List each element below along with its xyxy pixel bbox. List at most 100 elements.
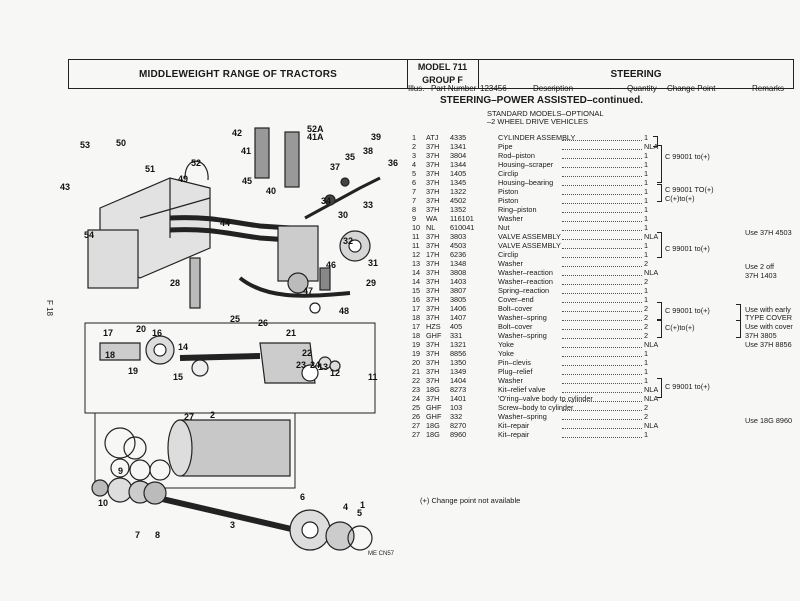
part-description: Kit–relief valve [498,385,546,394]
part-quantity: NLA [644,385,659,394]
part-prefix: 37H [426,340,440,349]
header-table: MIDDLEWEIGHT RANGE OF TRACTORS MODEL 711… [68,59,794,89]
part-description: Washer–reaction [498,268,553,277]
part-prefix: 37H [426,313,440,322]
model-cell: MODEL 711 GROUP F [407,60,479,88]
part-prefix: ATJ [426,133,439,142]
part-prefix: 37H [426,160,440,169]
part-number: 3807 [450,286,467,295]
part-quantity: 2 [644,412,649,421]
part-number: 8270 [450,421,467,430]
callout-11: 11 [368,372,378,382]
part-quantity: 1 [644,250,649,259]
illus-number: 7 [412,187,417,196]
part-number: 1345 [450,178,467,187]
part-description: Pin–clevis [498,358,531,367]
change-point: C 99001 to(+) [665,306,710,315]
illus-number: 23 [412,385,421,394]
illus-number: 27 [412,421,421,430]
part-number: 331 [450,331,463,340]
part-number: 1344 [450,160,467,169]
col-remarks: Remarks [752,84,785,93]
part-quantity: 1 [644,196,649,205]
callout-10: 10 [98,498,108,508]
figure-code: ME CN57 [368,551,395,557]
callout-27: 27 [184,412,194,422]
part-quantity: 2 [644,277,649,286]
part-number: 1349 [450,367,467,376]
part-description: Yoke [498,340,514,349]
callout-39: 39 [371,132,381,142]
part-description: Spring–reaction [498,286,550,295]
part-prefix: GHF [426,412,442,421]
part-prefix: 37H [426,358,440,367]
illus-number: 11 [412,241,420,250]
callout-44: 44 [220,218,230,228]
part-description: Nut [498,223,510,232]
part-quantity: 2 [644,313,649,322]
part-quantity: 1 [644,376,649,385]
illus-number: 18 [412,331,421,340]
part-quantity: NLA [644,268,659,277]
remark: Use 18G 8960 [745,416,793,425]
part-number: 4503 [450,241,467,250]
illus-number: 12 [412,250,421,259]
part-prefix: 37H [426,169,440,178]
range-title: MIDDLEWEIGHT RANGE OF TRACTORS [69,60,408,88]
callout-5: 5 [357,508,362,518]
callout-41: 41 [241,146,251,156]
part-quantity: 1 [644,205,649,214]
part-number: 116101 [450,214,474,223]
part-prefix: GHF [426,331,442,340]
part-description: Ring–piston [498,205,537,214]
illus-number: 18 [412,313,421,322]
callout-50: 50 [116,138,126,148]
callout-20: 20 [136,324,146,334]
part-prefix: 37H [426,142,440,151]
part-prefix: 37H [426,259,440,268]
part-number: 103 [450,403,463,412]
part-number: 1352 [450,205,467,214]
part-prefix: 37H [426,205,440,214]
part-number: 3808 [450,268,467,277]
callout-8: 8 [155,530,160,540]
illus-number: 10 [412,223,421,232]
callout-2: 2 [210,410,215,420]
part-quantity: 2 [644,331,649,340]
part-number: 1348 [450,259,467,268]
callout-14: 14 [178,342,188,352]
part-quantity: 1 [644,349,649,358]
part-quantity: 2 [644,322,649,331]
remark: TYPE COVER [745,313,793,322]
remark: 37H 3805 [745,331,777,340]
part-quantity: 1 [644,151,649,160]
part-description: CYLINDER ASSEMBLY [498,133,576,142]
callout-41a: 41A [307,132,324,142]
callout-1: 1 [360,500,365,510]
callout-18: 18 [105,350,115,360]
part-prefix: 18G [426,385,440,394]
callout-52: 52 [191,158,201,168]
callout-23: 23 [296,360,306,370]
change-point: C 99001 to(+) [665,382,710,391]
callout-31: 31 [368,258,378,268]
callout-28: 28 [170,278,180,288]
illus-number: 8 [412,205,417,214]
callout-26: 26 [258,318,268,328]
part-prefix: WA [426,214,438,223]
callout-19: 19 [128,366,138,376]
part-quantity: NLA [644,142,659,151]
part-prefix: 18G [426,421,440,430]
illus-number: 17 [412,322,421,331]
callout-7: 7 [135,530,140,540]
